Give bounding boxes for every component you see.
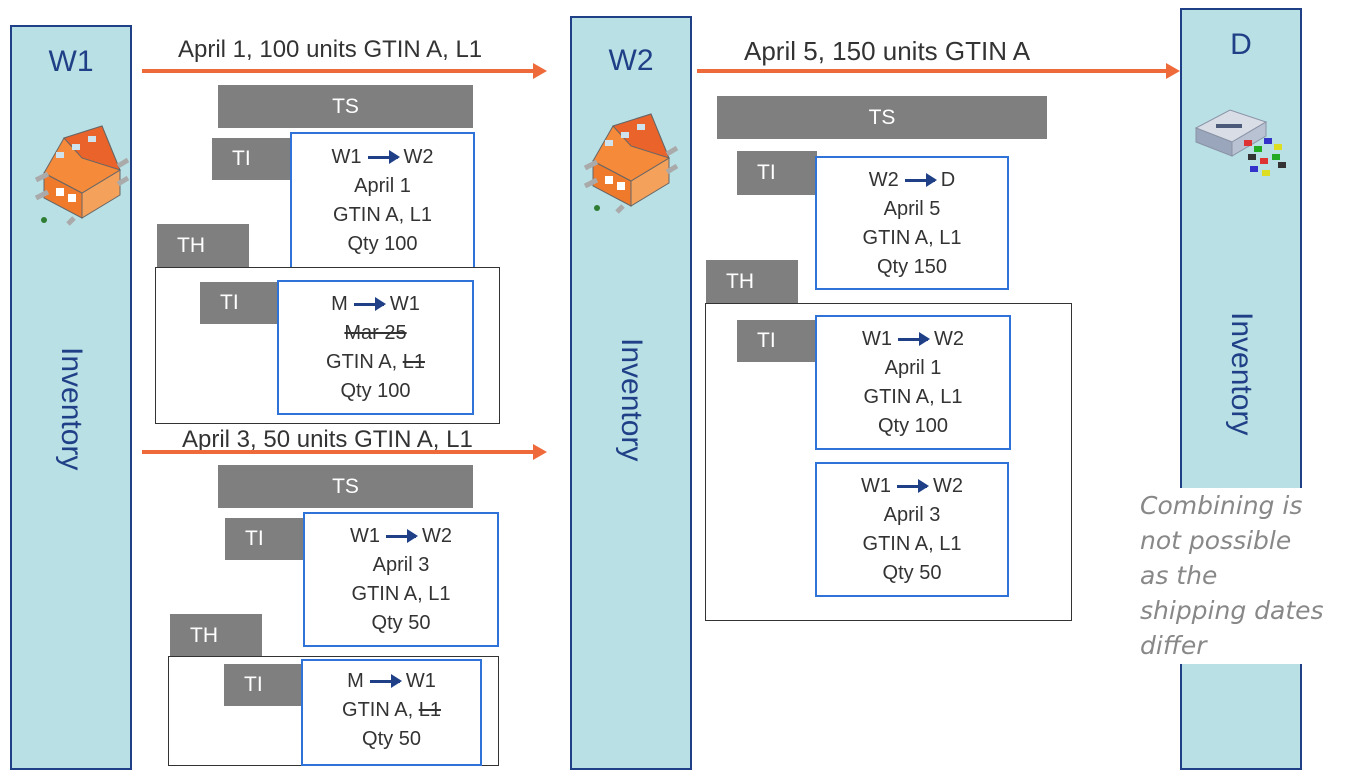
flow-arrowhead xyxy=(533,63,547,79)
ti-tag: TI xyxy=(200,282,280,324)
ti-tag: TI xyxy=(737,151,817,195)
right-arrow-icon xyxy=(386,529,418,543)
note-line: differ xyxy=(1140,631,1207,660)
th-tag: TH xyxy=(157,224,249,268)
ti-tag: TI xyxy=(212,138,292,180)
right-arrow-icon xyxy=(367,150,400,164)
distribution-center-icon xyxy=(1194,109,1286,176)
th-tag: TH xyxy=(170,614,262,658)
ts-tag: TS xyxy=(218,85,473,128)
note-line: as the xyxy=(1140,561,1218,590)
column-d-title: D xyxy=(1230,28,1252,61)
right-arrow-icon xyxy=(353,297,386,311)
note-line: not possible xyxy=(1140,526,1292,555)
warehouse-icon xyxy=(583,113,679,214)
column-w2-title: W2 xyxy=(608,44,654,77)
right-arrow-icon xyxy=(904,173,937,187)
flow-label-a2: April 5, 150 units GTIN A xyxy=(744,36,1031,66)
combining-note: Combining is not possible as the shippin… xyxy=(1140,488,1366,664)
ts-tag: TS xyxy=(717,96,1047,139)
note-line: shipping dates xyxy=(1140,596,1324,625)
ts-tag: TS xyxy=(218,465,473,508)
flow-arrow-a2 xyxy=(697,69,1167,73)
right-arrow-icon xyxy=(897,479,929,493)
right-arrow-icon xyxy=(369,674,402,688)
ti-tag: TI xyxy=(224,664,304,706)
flow-label-a3: April 3, 50 units GTIN A, L1 xyxy=(182,426,473,453)
ti-tag: TI xyxy=(737,320,817,362)
column-w2-label: Inventory xyxy=(615,338,648,462)
column-w1-label: Inventory xyxy=(55,347,88,471)
flow-arrow-a3 xyxy=(142,450,534,454)
column-d-label: Inventory xyxy=(1225,312,1258,436)
column-w1-title: W1 xyxy=(48,45,94,78)
th-tag: TH xyxy=(706,260,798,303)
flow-arrowhead xyxy=(1166,63,1180,79)
ti-tag: TI xyxy=(225,518,305,560)
note-line: Combining is xyxy=(1140,491,1303,520)
flow-arrow-a1 xyxy=(142,69,534,73)
warehouse-icon xyxy=(34,125,130,226)
flow-label-a1: April 1, 100 units GTIN A, L1 xyxy=(178,36,483,63)
right-arrow-icon xyxy=(898,332,930,346)
flow-arrowhead xyxy=(533,444,547,460)
